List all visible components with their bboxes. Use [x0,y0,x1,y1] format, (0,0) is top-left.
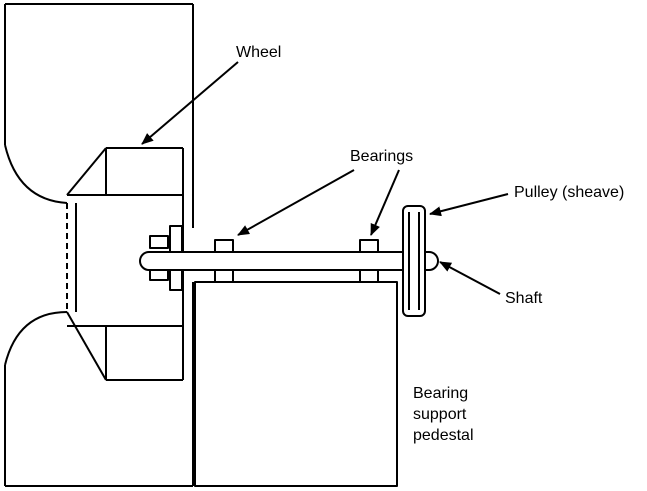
wheel-label: Wheel [236,44,282,61]
pedestal-label-line-2: support [413,406,467,423]
bearings-arrow-left [237,169,355,236]
bearing-left-bottom [214,269,234,283]
shaft-arrow [439,261,501,295]
bearings-arrow-right [370,169,400,236]
shaft [139,251,439,271]
pedestal-label-line-1: Bearing [413,385,469,402]
wheel-housing [4,3,194,487]
wheel-arrow [141,61,239,145]
bearings-label: Bearings [350,148,414,165]
pedestal-label-line-3: pedestal [413,427,474,444]
wheel-hub [66,147,184,381]
pulley-sheave [402,205,426,317]
pulley-label: Pulley (sheave) [514,184,625,201]
shaft-label: Shaft [505,290,543,307]
bearing-support-pedestal [194,281,398,487]
bearing-right-bottom [359,269,379,283]
bearing-left-top [214,239,234,253]
pulley-arrow [429,193,509,217]
bearing-right-top [359,239,379,253]
